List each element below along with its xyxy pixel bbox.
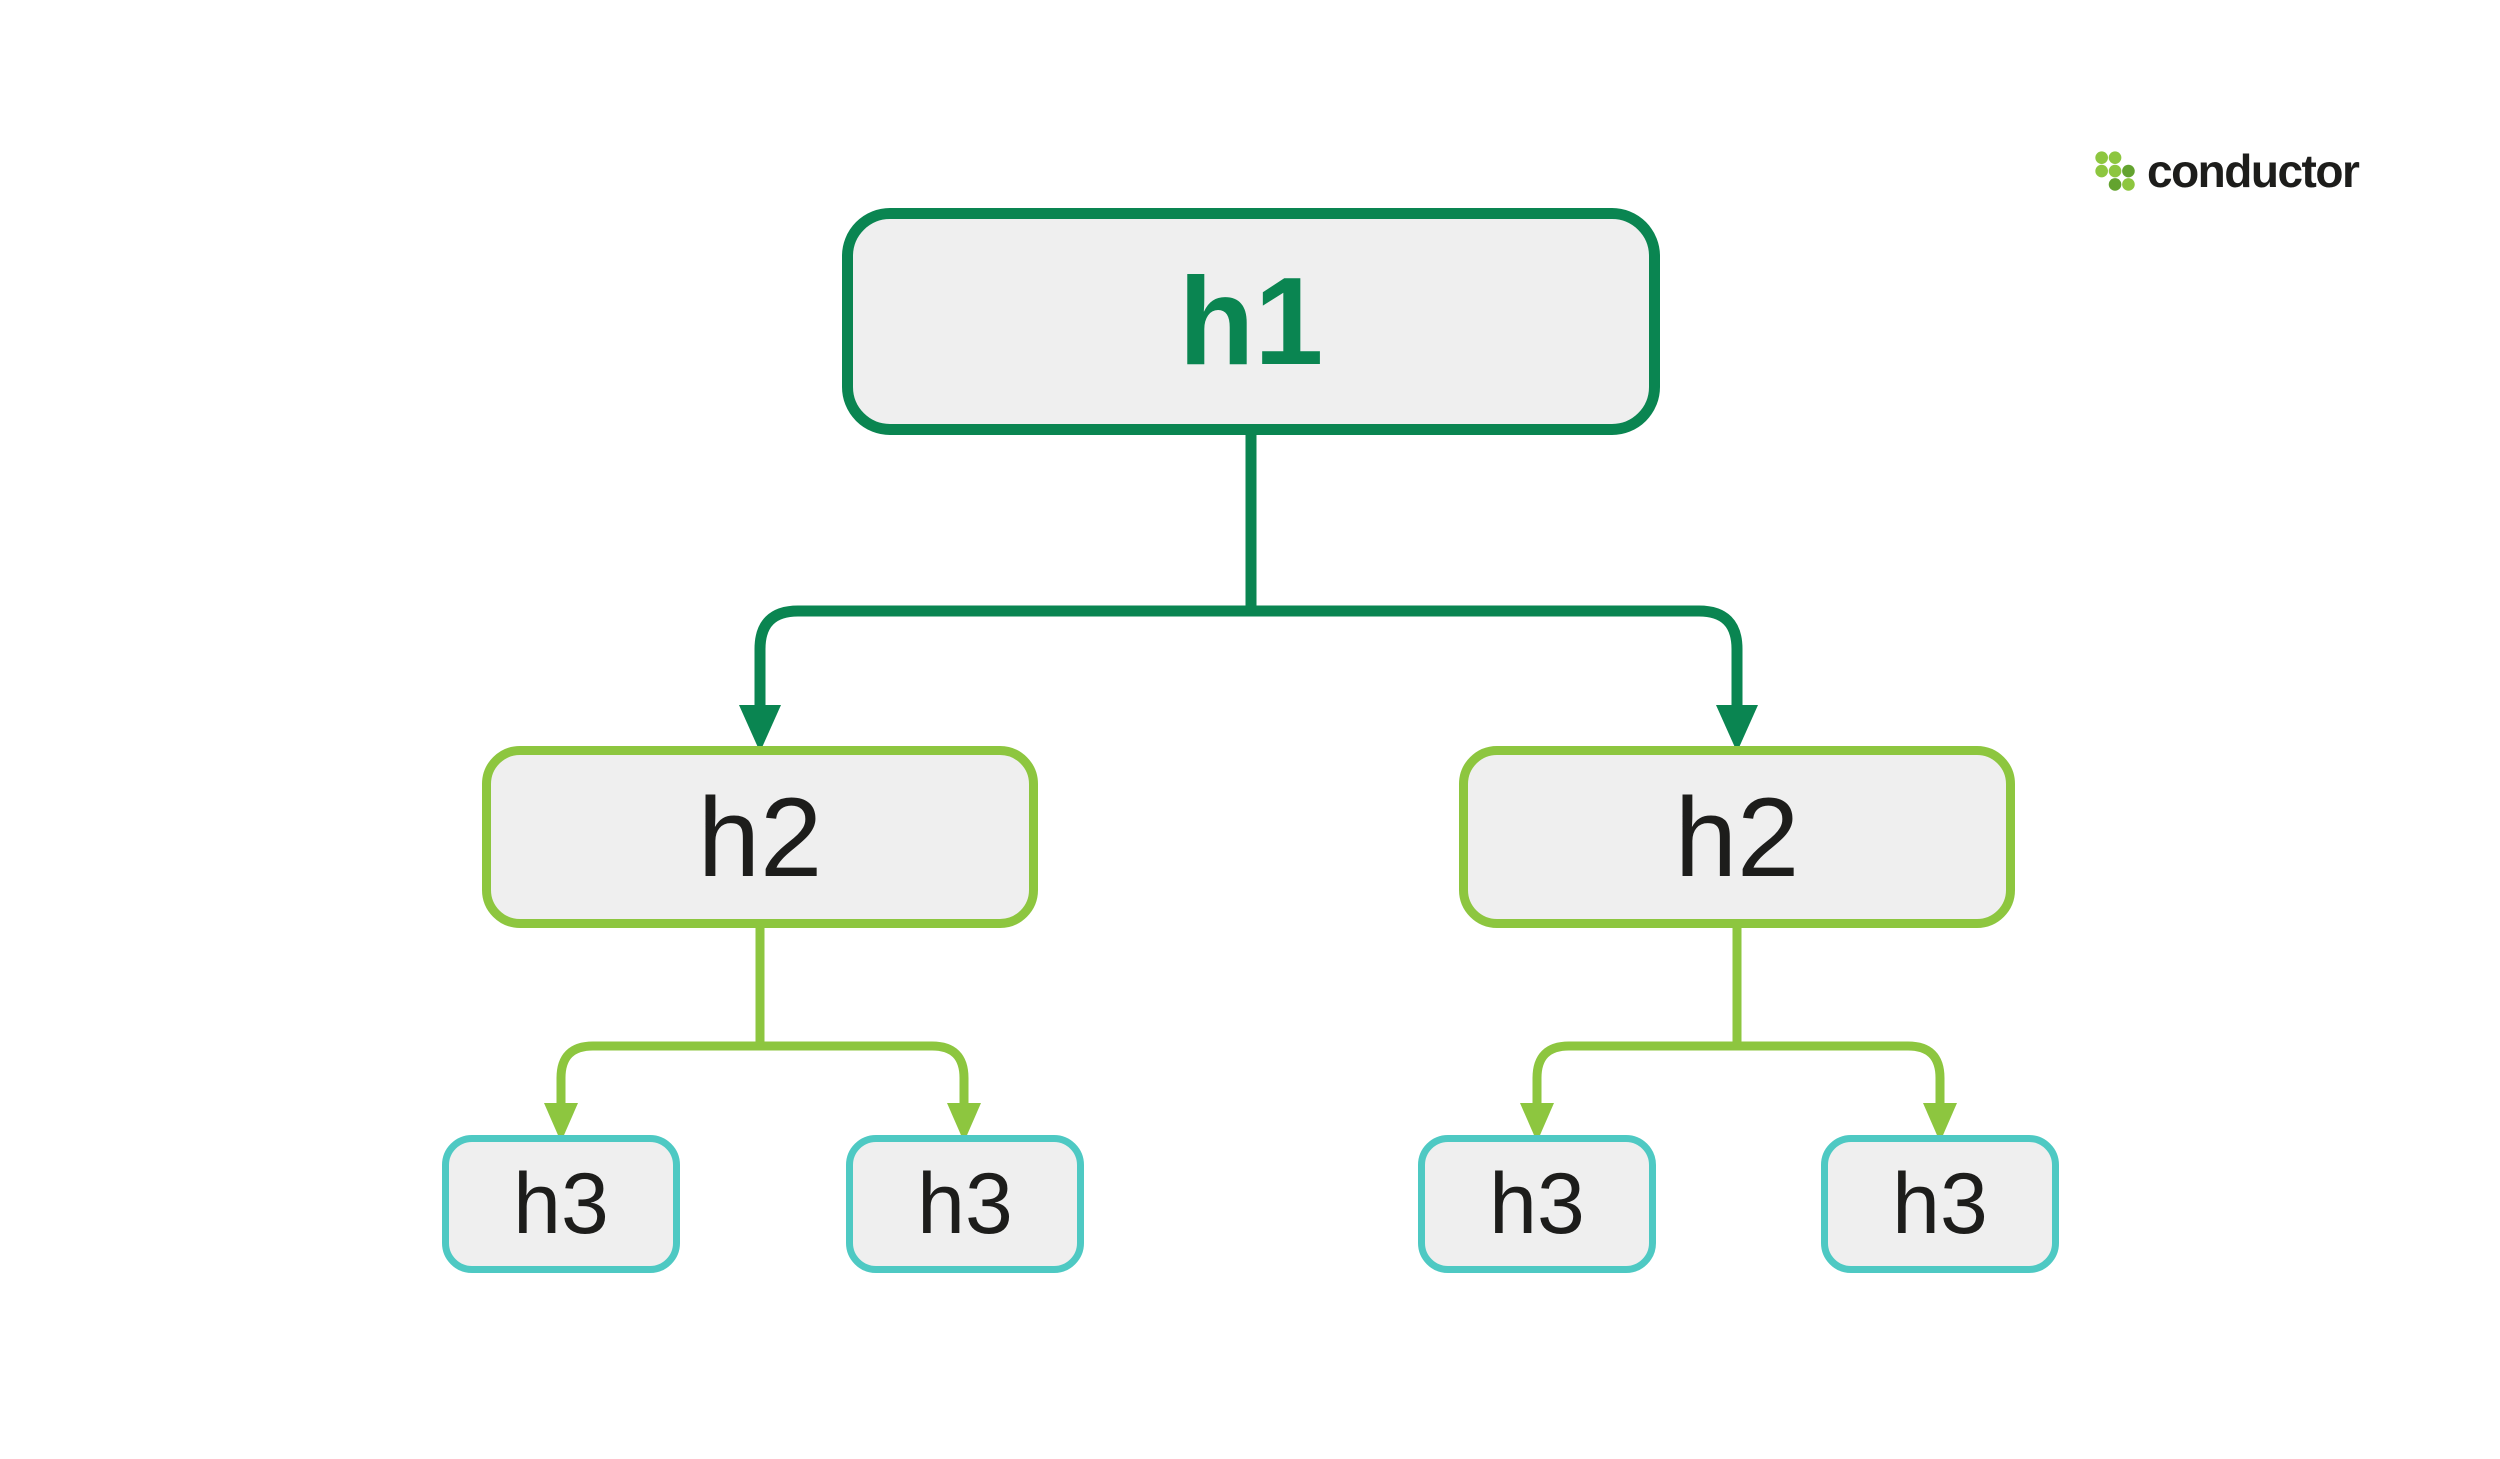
node-h1: h1 — [842, 208, 1660, 435]
node-h2-left: h2 — [482, 746, 1038, 928]
node-h3-b-label: h3 — [917, 1155, 1013, 1252]
arrowhead-h3-c-icon — [1520, 1103, 1554, 1142]
node-h2-right: h2 — [1459, 746, 2015, 928]
arrowhead-h3-d-icon — [1923, 1103, 1957, 1142]
arrowhead-h2-left-icon — [739, 705, 781, 752]
conductor-logo: conductor — [2094, 145, 2360, 197]
edge-h1-h2-right — [1251, 605, 1743, 708]
node-h3-c-label: h3 — [1489, 1155, 1585, 1252]
arrowhead-h3-a-icon — [544, 1103, 578, 1142]
node-h3-d-label: h3 — [1892, 1155, 1988, 1252]
brand-name: conductor — [2147, 145, 2360, 197]
node-h3-a: h3 — [442, 1135, 680, 1273]
edge-h2-left-h3-a — [556, 1041, 760, 1104]
arrowhead-h2-right-icon — [1716, 705, 1758, 752]
edge-h2-right-h3-c — [1532, 1041, 1737, 1104]
node-h3-c: h3 — [1418, 1135, 1656, 1273]
node-h2-right-label: h2 — [1674, 774, 1800, 900]
edge-h2-left-h3-b — [760, 1041, 969, 1104]
edge-h2-right-h3-d — [1737, 1041, 1945, 1104]
node-h1-label: h1 — [1178, 252, 1324, 391]
node-h3-d: h3 — [1821, 1135, 2059, 1273]
node-h3-b: h3 — [846, 1135, 1084, 1273]
node-h2-left-label: h2 — [697, 774, 823, 900]
arrowhead-h3-b-icon — [947, 1103, 981, 1142]
node-h3-a-label: h3 — [513, 1155, 609, 1252]
conductor-dots-icon — [2095, 151, 2135, 191]
edge-h1-h2-left — [754, 605, 1251, 708]
